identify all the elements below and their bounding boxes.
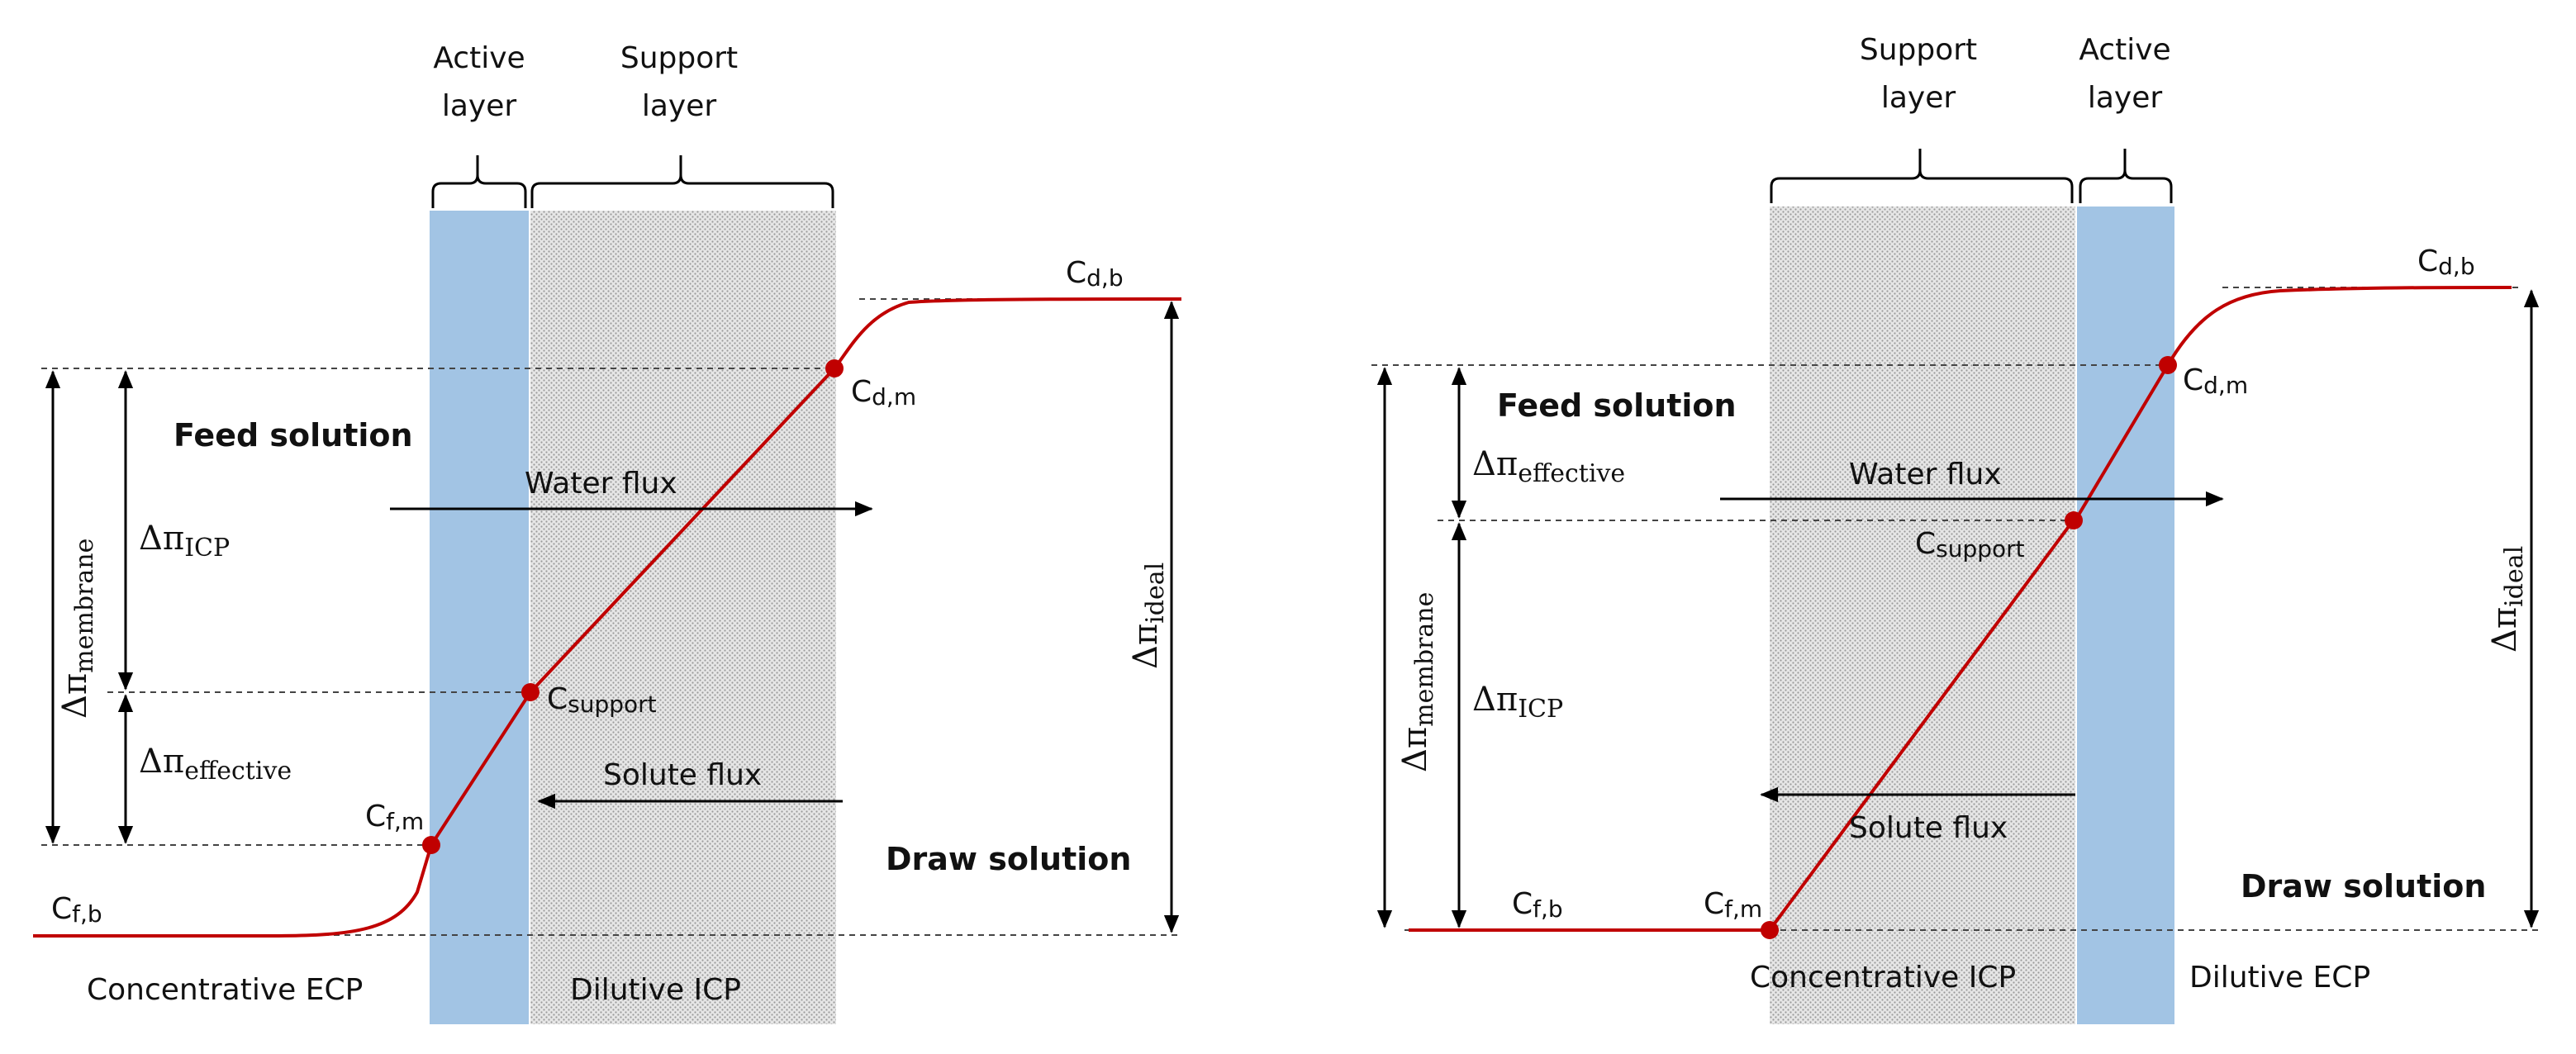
left-draw-solution-label: Draw solution	[886, 841, 1131, 877]
right-dpi-membrane-label: Δπmembrane	[1396, 592, 1439, 772]
right-support-layer	[1770, 207, 2075, 1024]
right-point-cfm	[1761, 921, 1779, 939]
right-cdm-label: Cd,m	[2183, 363, 2248, 399]
left-support-layer	[530, 211, 836, 1024]
right-cfm-label: Cf,m	[1704, 887, 1762, 923]
left-support-header-line2: layer	[642, 89, 717, 123]
right-cdb-label: Cd,b	[2417, 245, 2475, 280]
right-bottom-left-label: Concentrative ICP	[1750, 961, 2016, 995]
left-point-cfm	[422, 836, 440, 854]
right-dpi-icp-label: ΔπICP	[1472, 681, 1563, 724]
left-bottom-left-label: Concentrative ECP	[87, 973, 363, 1007]
right-feed-solution-label: Feed solution	[1497, 387, 1737, 424]
right-dpi-ideal-label: Δπideal	[2486, 546, 2529, 653]
right-water-flux-label: Water flux	[1849, 458, 2002, 491]
right-dpi-effective-label: Δπeffective	[1472, 445, 1625, 488]
left-cdm-label: Cd,m	[851, 375, 916, 411]
left-dpi-membrane-label: Δπmembrane	[56, 539, 99, 719]
right-csupport-label: Csupport	[1915, 527, 2025, 563]
left-active-header-line2: layer	[442, 89, 517, 123]
left-point-cdm	[825, 359, 844, 377]
left-water-flux-label: Water flux	[525, 467, 677, 501]
right-solute-flux-label: Solute flux	[1849, 811, 2008, 845]
left-concentration-profile	[33, 297, 1182, 938]
left-solute-flux-label: Solute flux	[603, 758, 762, 792]
left-active-brace	[431, 155, 527, 208]
right-active-header-line1: Active	[2079, 33, 2170, 67]
left-feed-solution-label: Feed solution	[173, 417, 413, 453]
left-dpi-effective-label: Δπeffective	[139, 743, 292, 786]
right-support-brace	[1770, 149, 2074, 203]
left-cdb-label: Cd,b	[1066, 256, 1124, 292]
left-dpi-ideal-label: Δπideal	[1127, 563, 1170, 669]
right-active-header-line2: layer	[2088, 81, 2163, 115]
left-point-csupport	[521, 683, 539, 701]
right-support-header-line1: Support	[1860, 33, 1977, 67]
right-draw-solution-label: Draw solution	[2241, 868, 2486, 904]
left-csupport-label: Csupport	[547, 682, 657, 718]
right-panel: Support layer Active layer Feed solution…	[1371, 33, 2543, 1024]
left-support-header-line1: Support	[620, 41, 738, 75]
left-active-header-line1: Active	[433, 41, 525, 75]
right-point-cdm	[2159, 356, 2177, 374]
left-bottom-right-label: Dilutive ICP	[570, 973, 741, 1007]
right-bottom-right-label: Dilutive ECP	[2189, 961, 2370, 995]
left-cfb-label: Cf,b	[51, 892, 102, 928]
right-cfb-label: Cf,b	[1512, 887, 1563, 923]
left-panel: Active layer Support layer Feed solution…	[33, 41, 1182, 1024]
left-support-brace	[530, 155, 834, 208]
right-active-layer	[2077, 207, 2174, 1024]
right-support-header-line2: layer	[1881, 81, 1956, 115]
left-cfm-label: Cf,m	[365, 800, 424, 835]
right-active-brace	[2079, 149, 2173, 203]
right-concentration-profile	[1409, 286, 2512, 932]
left-dpi-icp-label: ΔπICP	[139, 520, 230, 563]
left-active-layer	[430, 211, 529, 1024]
right-point-csupport	[2065, 511, 2083, 529]
